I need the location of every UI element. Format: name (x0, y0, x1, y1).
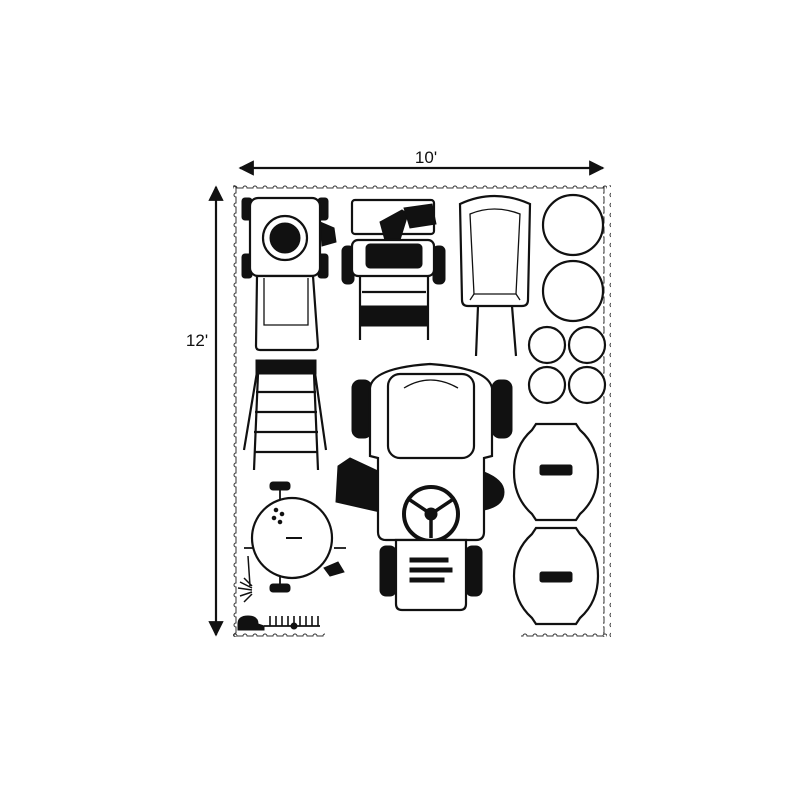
step-ladder (242, 359, 328, 471)
riding-lawn-mower (241, 196, 337, 352)
snow-blower (341, 198, 446, 340)
height-dimension: 12' (186, 185, 224, 637)
garden-tractor (335, 362, 513, 612)
wheelbarrow (458, 194, 532, 357)
width-label: 10' (415, 148, 437, 167)
height-label: 12' (186, 331, 208, 350)
floor-border (229, 181, 611, 641)
width-dimension: 10' (238, 148, 605, 176)
grill (244, 481, 346, 593)
round-container (527, 193, 607, 405)
broom (237, 555, 253, 603)
trash-can (512, 422, 600, 626)
rake (237, 615, 320, 631)
